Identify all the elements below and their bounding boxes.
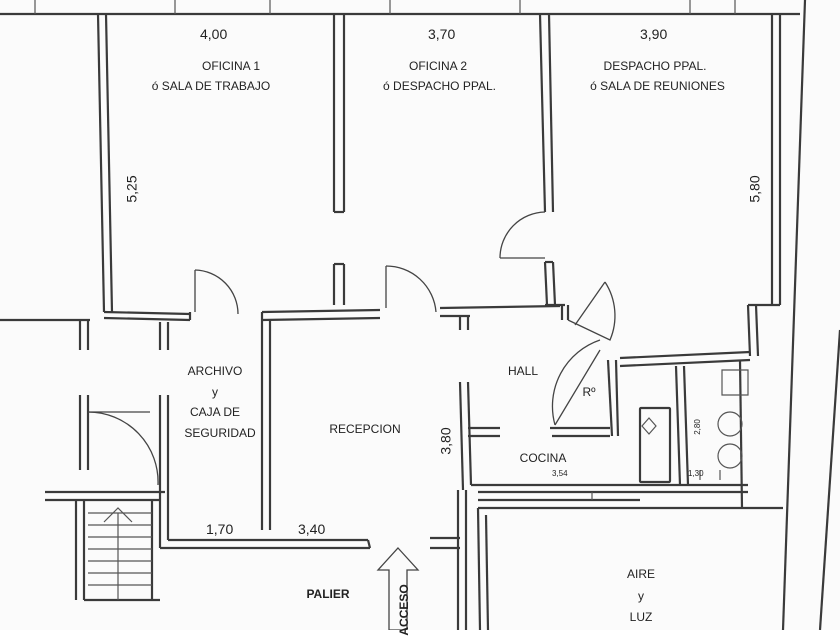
archivo-walls [158, 322, 372, 550]
dim-left-height: 5,25 [123, 175, 140, 203]
acceso-walls [376, 490, 490, 631]
label-archivo-line3: CAJA DE [189, 405, 240, 419]
label-aire-line3: LUZ [629, 610, 653, 624]
partition-2-despacho [538, 13, 557, 306]
label-acceso: ACCESO [397, 584, 411, 636]
bathroom-fixtures [699, 369, 749, 480]
dim-oficina2-width: 3,70 [428, 26, 456, 42]
label-ro: Rº [582, 385, 596, 399]
label-despacho-line1: DESPACHO PPAL. [603, 59, 707, 73]
dim-despacho-width: 3,90 [640, 26, 668, 42]
label-palier: PALIER [306, 587, 350, 601]
label-hall: HALL [507, 364, 539, 378]
label-oficina2-line1: OFICINA 2 [408, 59, 467, 73]
middle-wall [260, 303, 780, 530]
top-wall [0, 0, 800, 16]
cocina-walls [458, 359, 783, 510]
label-archivo-line4: SEGURIDAD [184, 426, 256, 440]
label-aire-line2: y [638, 589, 644, 603]
label-despacho-line2: ó SALA DE REUNIONES [590, 79, 725, 93]
dim-bano-height: 2,80 [692, 419, 702, 435]
dim-right-height: 5,80 [746, 175, 763, 203]
doors [87, 211, 616, 486]
label-recepcion: RECEPCION [329, 422, 401, 436]
dim-oficina1-width: 4,00 [200, 26, 228, 42]
partition-1-2 [332, 14, 346, 305]
label-archivo-line1: ARCHIVO [187, 364, 243, 378]
dim-archivo-width: 1,70 [206, 521, 234, 537]
dim-bano-width: 1,30 [688, 469, 704, 478]
oficina1-walls [96, 13, 192, 322]
label-archivo-line2: y [212, 385, 218, 399]
label-aire-line1: AIRE [626, 567, 655, 581]
label-oficina2-line2: ó DESPACHO PPAL. [383, 79, 496, 93]
label-oficina1-line1: OFICINA 1 [201, 59, 260, 73]
right-wall [770, 0, 840, 631]
dim-cocina-width: 3,54 [552, 469, 568, 478]
label-cocina: COCINA [519, 451, 567, 465]
staircase [0, 318, 165, 602]
label-oficina1-line2: ó SALA DE TRABAJO [151, 79, 271, 93]
dim-recepcion-width: 3,40 [298, 521, 326, 537]
dim-recepcion-height: 3,80 [437, 427, 454, 455]
